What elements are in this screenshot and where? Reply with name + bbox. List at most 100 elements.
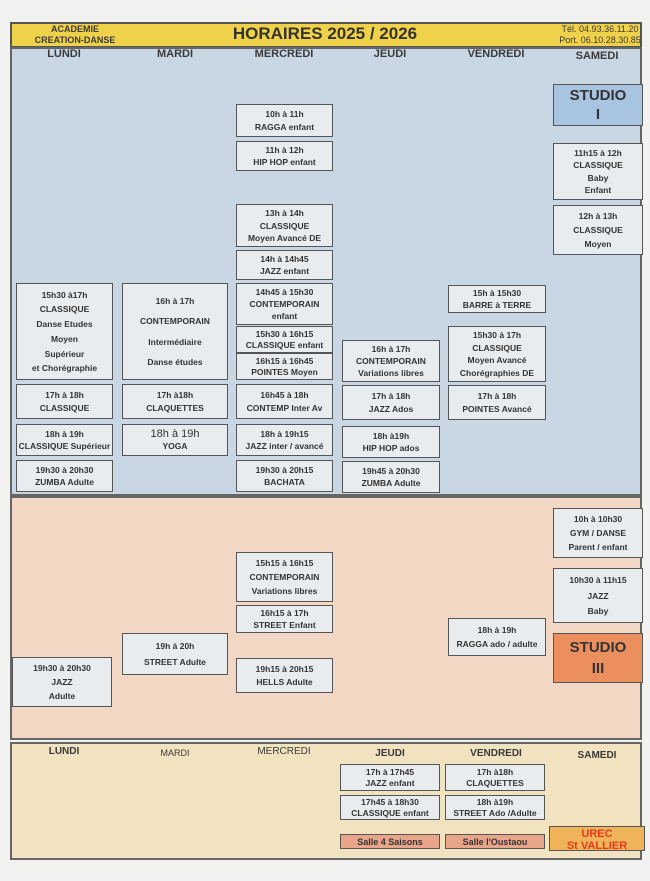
slot-text: JAZZ Ados — [368, 404, 414, 415]
slot-text: CONTEMPORAIN — [249, 299, 320, 309]
slot-text: STUDIO — [569, 639, 627, 656]
slot-time: 14h à 14h45 — [260, 254, 309, 264]
slot-text: CLASSIQUE — [39, 403, 90, 414]
slot-time: 17h à 18h — [477, 390, 517, 401]
slot-text: STREET Ado /Adulte — [453, 807, 537, 818]
slot-text: enfant — [271, 311, 298, 321]
venue-label: Salle l'Oustaou — [445, 834, 545, 849]
slot-text: Baby — [587, 172, 609, 183]
slot-time: 17h à18h — [156, 389, 194, 400]
slot-text: Salle 4 Saisons — [357, 836, 423, 847]
school-name: ACADEMIE CREATION-DANSE — [30, 24, 120, 46]
mobile: Port. 06.10.28.30.85 — [559, 35, 641, 45]
contact-info: Tél. 04.93.36.11.20 Port. 06.10.28.30.85 — [555, 24, 645, 46]
slot-time: 13h à 14h — [265, 208, 304, 219]
slot-time: 19h30 à 20h30 — [35, 464, 94, 475]
slot-text: BACHATA — [264, 477, 305, 488]
day-jeudi: JEUDI — [375, 748, 405, 759]
slot-time: 15h30 à 17h — [472, 330, 522, 341]
slot-text: CLASSIQUE enfant — [245, 340, 324, 350]
slot-text: CLASSIQUE — [259, 220, 310, 231]
slot-time: 18h à 19h15 — [260, 428, 309, 439]
slot-text: CLASSIQUE enfant — [351, 807, 429, 818]
slot-text: 18h à 19h — [150, 427, 200, 440]
slot-text: St VALLIER — [566, 840, 628, 852]
slot-text: GYM / DANSE — [569, 528, 627, 538]
slot-text: CONTEMPORAIN — [356, 356, 426, 366]
slot-text: UREC — [581, 828, 613, 840]
school-name-line: ACADEMIE — [50, 24, 99, 34]
school-name-line: CREATION-DANSE — [34, 35, 116, 45]
slot-time: 19h45 à 20h30 — [362, 465, 420, 476]
slot-text: STREET Enfant — [253, 619, 316, 630]
slot-text: Intermédiaire — [148, 336, 202, 347]
slot-time: 16h45 à 18h — [260, 389, 309, 400]
slot-time: 11h15 à 12h — [574, 147, 622, 158]
slot-time: 15h30 à17h — [41, 289, 88, 300]
slot-time: 11h à 12h — [265, 145, 304, 155]
slot-text: Moyen — [584, 239, 612, 249]
slot-time: 10h à 10h30 — [573, 514, 623, 524]
slot-time: 17h à 17h45 — [365, 767, 415, 777]
slot-time: 14h45 à 15h30 — [255, 287, 314, 297]
slot-text: Baby — [587, 605, 609, 616]
slot-text: CLASSIQUE — [573, 160, 623, 171]
venue-label: Salle 4 Saisons — [340, 834, 440, 849]
slot-text: Parent / enfant — [568, 542, 628, 552]
slot-text: III — [591, 660, 605, 677]
slot-time: 17h à 18h — [45, 389, 84, 400]
slot-text: CONTEMPORAIN — [140, 316, 210, 327]
day-mercredi: MERCREDI — [257, 746, 311, 757]
day-lundi: LUNDI — [48, 746, 80, 757]
slot-text: STREET Adulte — [143, 657, 207, 667]
slot-text: CLAQUETTES — [466, 778, 524, 788]
slot-text: CLASSIQUE Supérieur — [18, 441, 111, 452]
slot-time: 17h45 à 18h30 — [361, 797, 419, 808]
slot-text: CONTEMP Inter Av — [246, 403, 323, 414]
day-mercredi: MERCREDI — [254, 48, 314, 60]
slot-text: Danse études — [147, 357, 203, 368]
slot-text: RAGGA ado / adulte — [456, 639, 538, 650]
slot-time: 15h15 à 16h15 — [255, 558, 314, 568]
slot-text: Moyen — [51, 333, 78, 344]
day-mardi: MARDI — [156, 48, 194, 60]
slot-text: JAZZ — [587, 590, 609, 601]
slot-text: ZUMBA Adulte — [361, 478, 421, 489]
slot-text: CLASSIQUE — [39, 304, 90, 315]
slot-time: 19h15 à 20h15 — [255, 663, 314, 674]
slot-text: CLASSIQUE — [573, 225, 623, 235]
slot-text: et Chorégraphie — [31, 363, 98, 374]
slot-text: JAZZ enfant — [365, 778, 415, 788]
slot-time: 19h à 20h — [155, 641, 195, 651]
slot-text: Salle l'Oustaou — [462, 836, 528, 847]
studio-label: STUDIO III — [553, 633, 643, 683]
slot-text: Supérieur — [44, 348, 85, 359]
slot-text: STUDIO — [569, 87, 627, 105]
slot-time: 18h à 19h — [477, 624, 517, 635]
slot-text: Variations libres — [251, 586, 318, 596]
